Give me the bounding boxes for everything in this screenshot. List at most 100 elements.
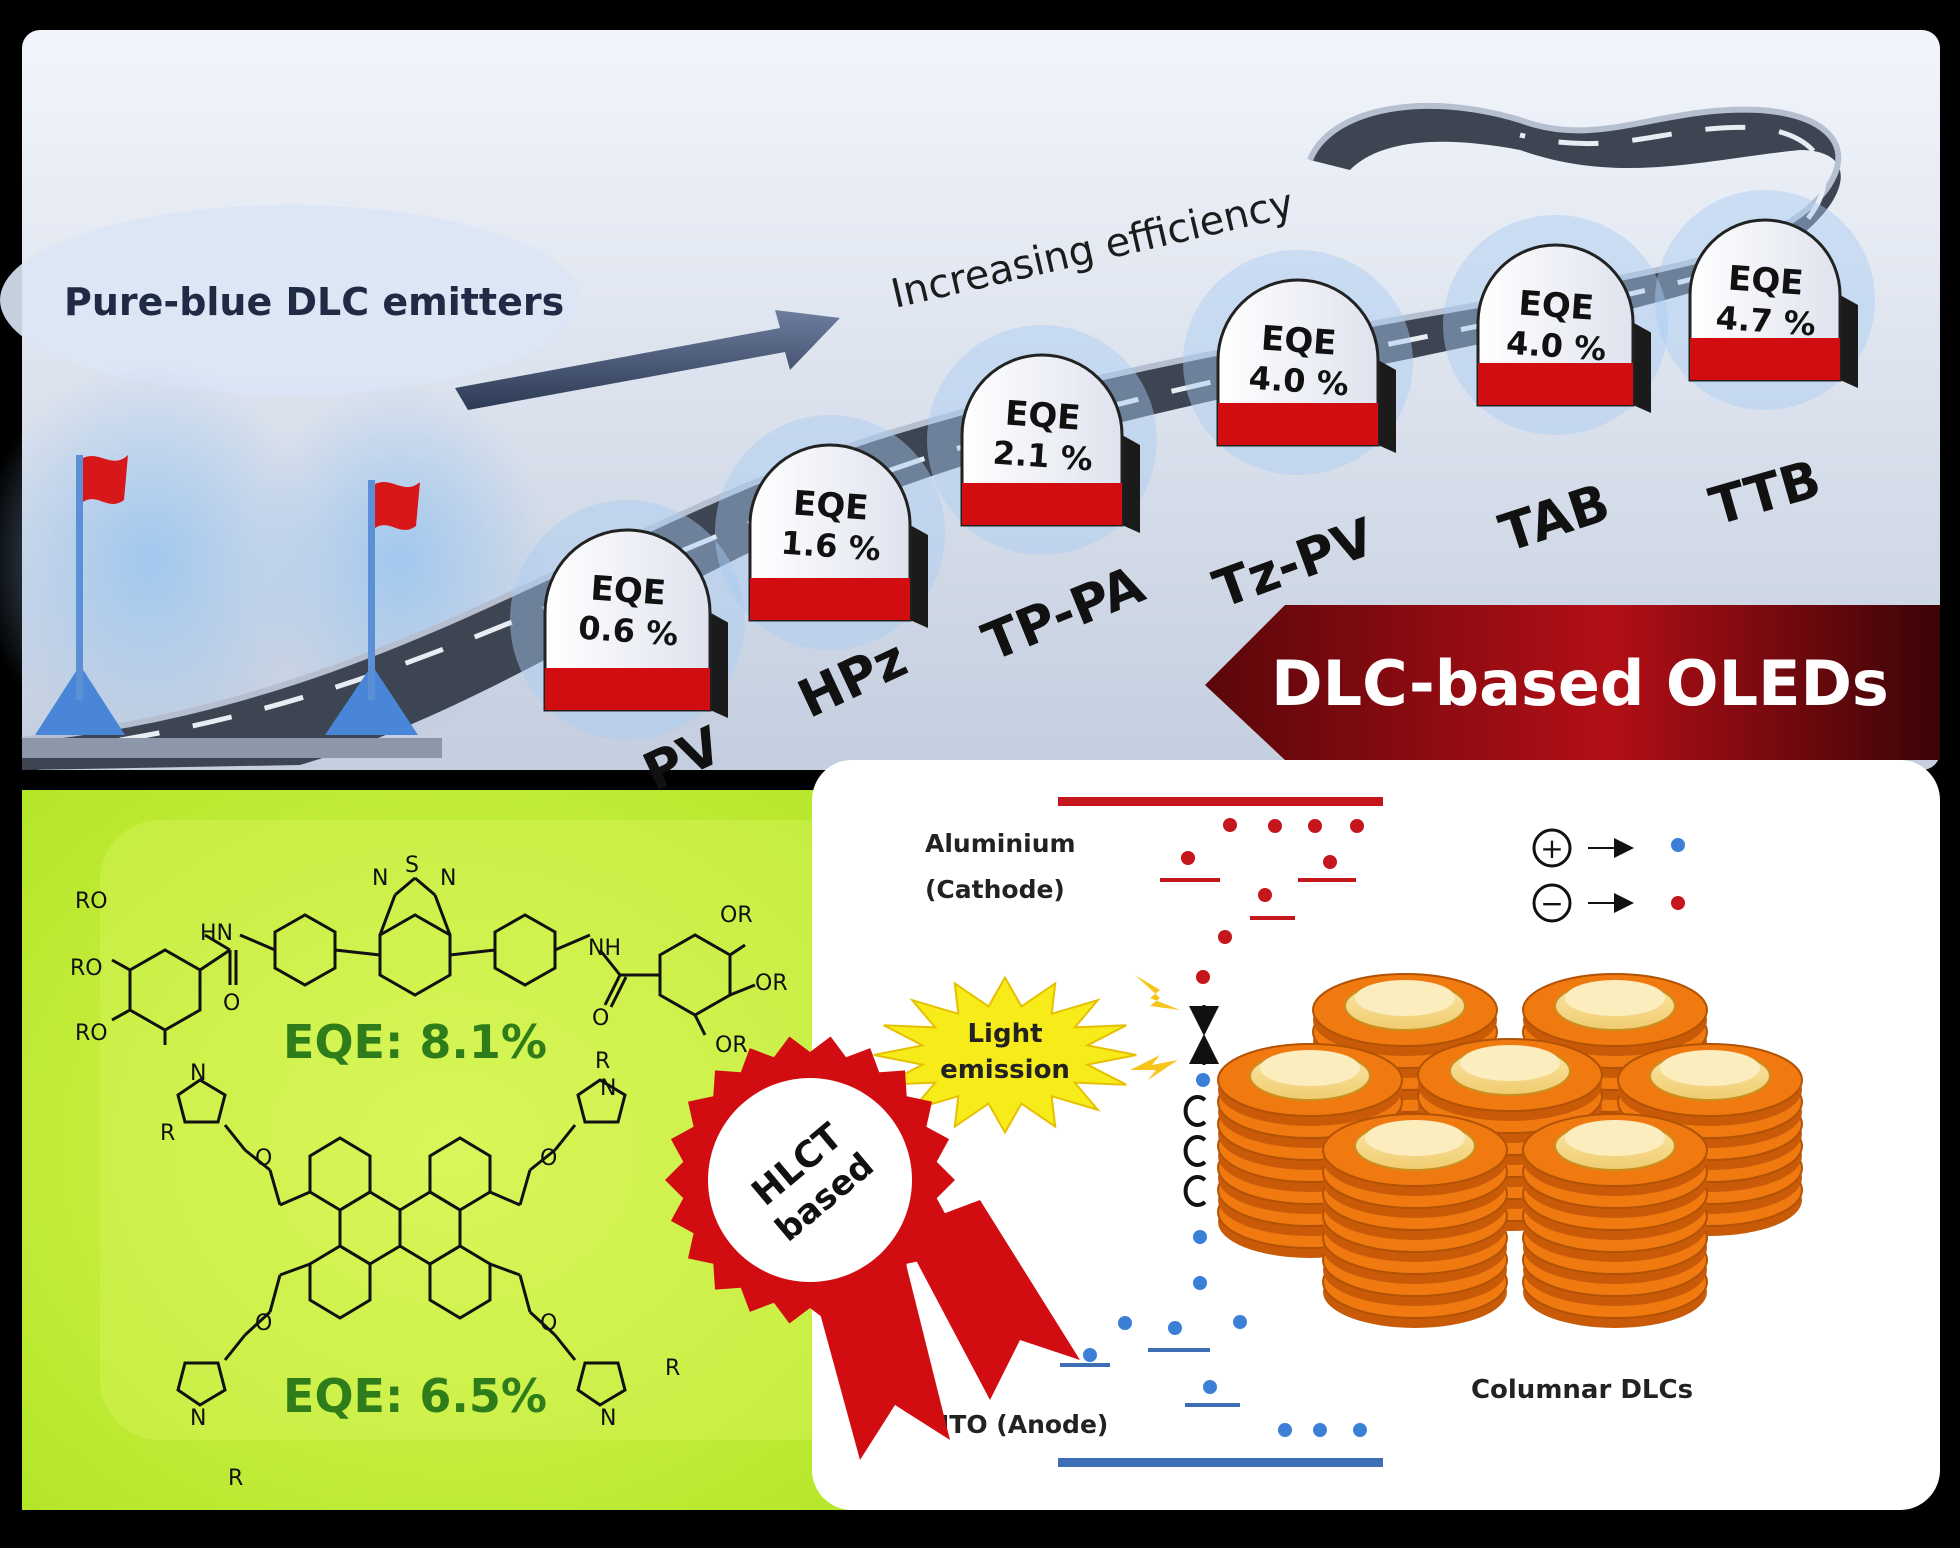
- atom-label: O: [592, 1006, 609, 1031]
- hole-dot: [1168, 1321, 1182, 1335]
- columnar-label: Columnar DLCs: [1471, 1375, 1693, 1405]
- light-emission-label-2: emission: [940, 1055, 1070, 1085]
- hole-dot: [1193, 1276, 1207, 1290]
- hole-dot: [1193, 1230, 1207, 1244]
- milestone-side: [910, 525, 928, 628]
- milestone-base: [750, 578, 910, 620]
- disc-core-highlight: [1460, 1045, 1560, 1081]
- electron-dot: [1323, 855, 1337, 869]
- hole-dot: [1083, 1348, 1097, 1362]
- hole-dot: [1278, 1423, 1292, 1437]
- atom-label: NH: [588, 936, 621, 961]
- device-panel: Aluminium (Cathode) ITO (Anode) Light em…: [812, 760, 1940, 1510]
- cathode-label-2: (Cathode): [925, 875, 1065, 904]
- atom-label: RO: [70, 956, 103, 981]
- milestone-stone: [960, 353, 1124, 527]
- atom-label: N: [600, 1076, 616, 1101]
- cathode-label-1: Aluminium: [925, 829, 1076, 858]
- charge-carriers: [1083, 818, 1367, 1437]
- atom-label: R: [160, 1121, 175, 1146]
- hopping-arcs: [1183, 1095, 1207, 1207]
- milestone-eqe-value: 2.1 %: [992, 434, 1094, 479]
- cathode-bar: [1058, 797, 1383, 806]
- structure-2-eqe: EQE: 6.5%: [283, 1369, 547, 1423]
- disc-core-highlight: [1260, 1050, 1360, 1086]
- milestone-base: [1218, 403, 1378, 445]
- oleds-banner-text: DLC-based OLEDs: [1271, 647, 1889, 720]
- milestone-base: [1690, 338, 1840, 380]
- start-flag-2: [325, 480, 420, 735]
- milestone-eqe-value: 4.0 %: [1505, 324, 1607, 369]
- milestone-eqe-label: EQE: [1004, 393, 1082, 438]
- electron-dot: [1196, 970, 1210, 984]
- milestone-side: [1122, 435, 1140, 533]
- atom-label: O: [540, 1146, 557, 1171]
- hole-dot: [1203, 1380, 1217, 1394]
- atom-label: O: [255, 1146, 272, 1171]
- milestone-base: [962, 483, 1122, 525]
- structure-2: [176, 1078, 627, 1407]
- electron-dot: [1308, 819, 1322, 833]
- milestone-eqe-value: 1.6 %: [780, 524, 882, 569]
- atom-label: RO: [75, 889, 108, 914]
- atom-label: HN: [200, 921, 233, 946]
- hlct-badge: HLCT based: [665, 1036, 1080, 1460]
- milestone-side: [1840, 295, 1858, 388]
- hole-dot: [1353, 1423, 1367, 1437]
- atom-label: R: [228, 1466, 243, 1491]
- badge-ribbon: [900, 1200, 1080, 1400]
- milestone-eqe-label: EQE: [589, 568, 667, 613]
- hole-dot: [1196, 1073, 1210, 1087]
- electron-symbol-icon: [1532, 883, 1572, 923]
- milestone-base: [1478, 363, 1633, 405]
- electron-dot: [1181, 851, 1195, 865]
- atom-label: N: [190, 1061, 206, 1086]
- light-emission-burst: [873, 975, 1137, 1135]
- milestone-side: [1633, 322, 1651, 413]
- structure-2-labels: R R R R N N N N O O O O: [160, 1049, 680, 1491]
- milestone-stone: [748, 443, 912, 622]
- hole-dot: [1313, 1423, 1327, 1437]
- disc-core-highlight: [1660, 1050, 1760, 1086]
- light-emission-label-1: Light: [967, 1019, 1042, 1049]
- atom-label: OR: [755, 971, 788, 996]
- electron-dot: [1258, 888, 1272, 902]
- disc-core-highlight: [1565, 1120, 1665, 1156]
- lightning-bolt-icon: [1135, 975, 1180, 1010]
- electron-dot: [1223, 818, 1237, 832]
- disc-column: [1522, 1113, 1708, 1328]
- atom-label: O: [223, 991, 240, 1016]
- disc-column: [1322, 1113, 1508, 1328]
- hole-dot: [1118, 1316, 1132, 1330]
- electron-dot: [1350, 819, 1364, 833]
- top-panel: Pure-blue DLC emitters Increasing effici…: [0, 30, 1940, 803]
- disc-core-highlight: [1365, 1120, 1465, 1156]
- atom-label: N: [190, 1406, 206, 1431]
- atom-label: O: [255, 1311, 272, 1336]
- hole-dot: [1671, 838, 1685, 852]
- start-flag-1: [35, 455, 128, 735]
- milestone-eqe-value: 4.7 %: [1715, 299, 1817, 344]
- structure-1-labels: RO RO RO HN O S N N NH O OR OR OR: [70, 853, 788, 1058]
- atom-label: R: [665, 1356, 680, 1381]
- columnar-stacks: [1217, 973, 1803, 1328]
- milestone-side: [710, 612, 728, 718]
- road: [22, 105, 1841, 770]
- energy-levels: [1060, 878, 1356, 1407]
- atom-label: N: [440, 866, 456, 891]
- milestone-eqe-label: EQE: [1727, 258, 1805, 303]
- emitter-halo: [0, 205, 580, 395]
- hole-dot: [1233, 1315, 1247, 1329]
- electron-dot: [1671, 896, 1685, 910]
- oleds-banner: [1205, 605, 1940, 760]
- milestone-stone: [543, 528, 712, 712]
- atom-label: N: [372, 866, 388, 891]
- disc-core-highlight: [1355, 980, 1455, 1016]
- atom-label: S: [405, 853, 419, 878]
- anode-bar: [1058, 1458, 1383, 1467]
